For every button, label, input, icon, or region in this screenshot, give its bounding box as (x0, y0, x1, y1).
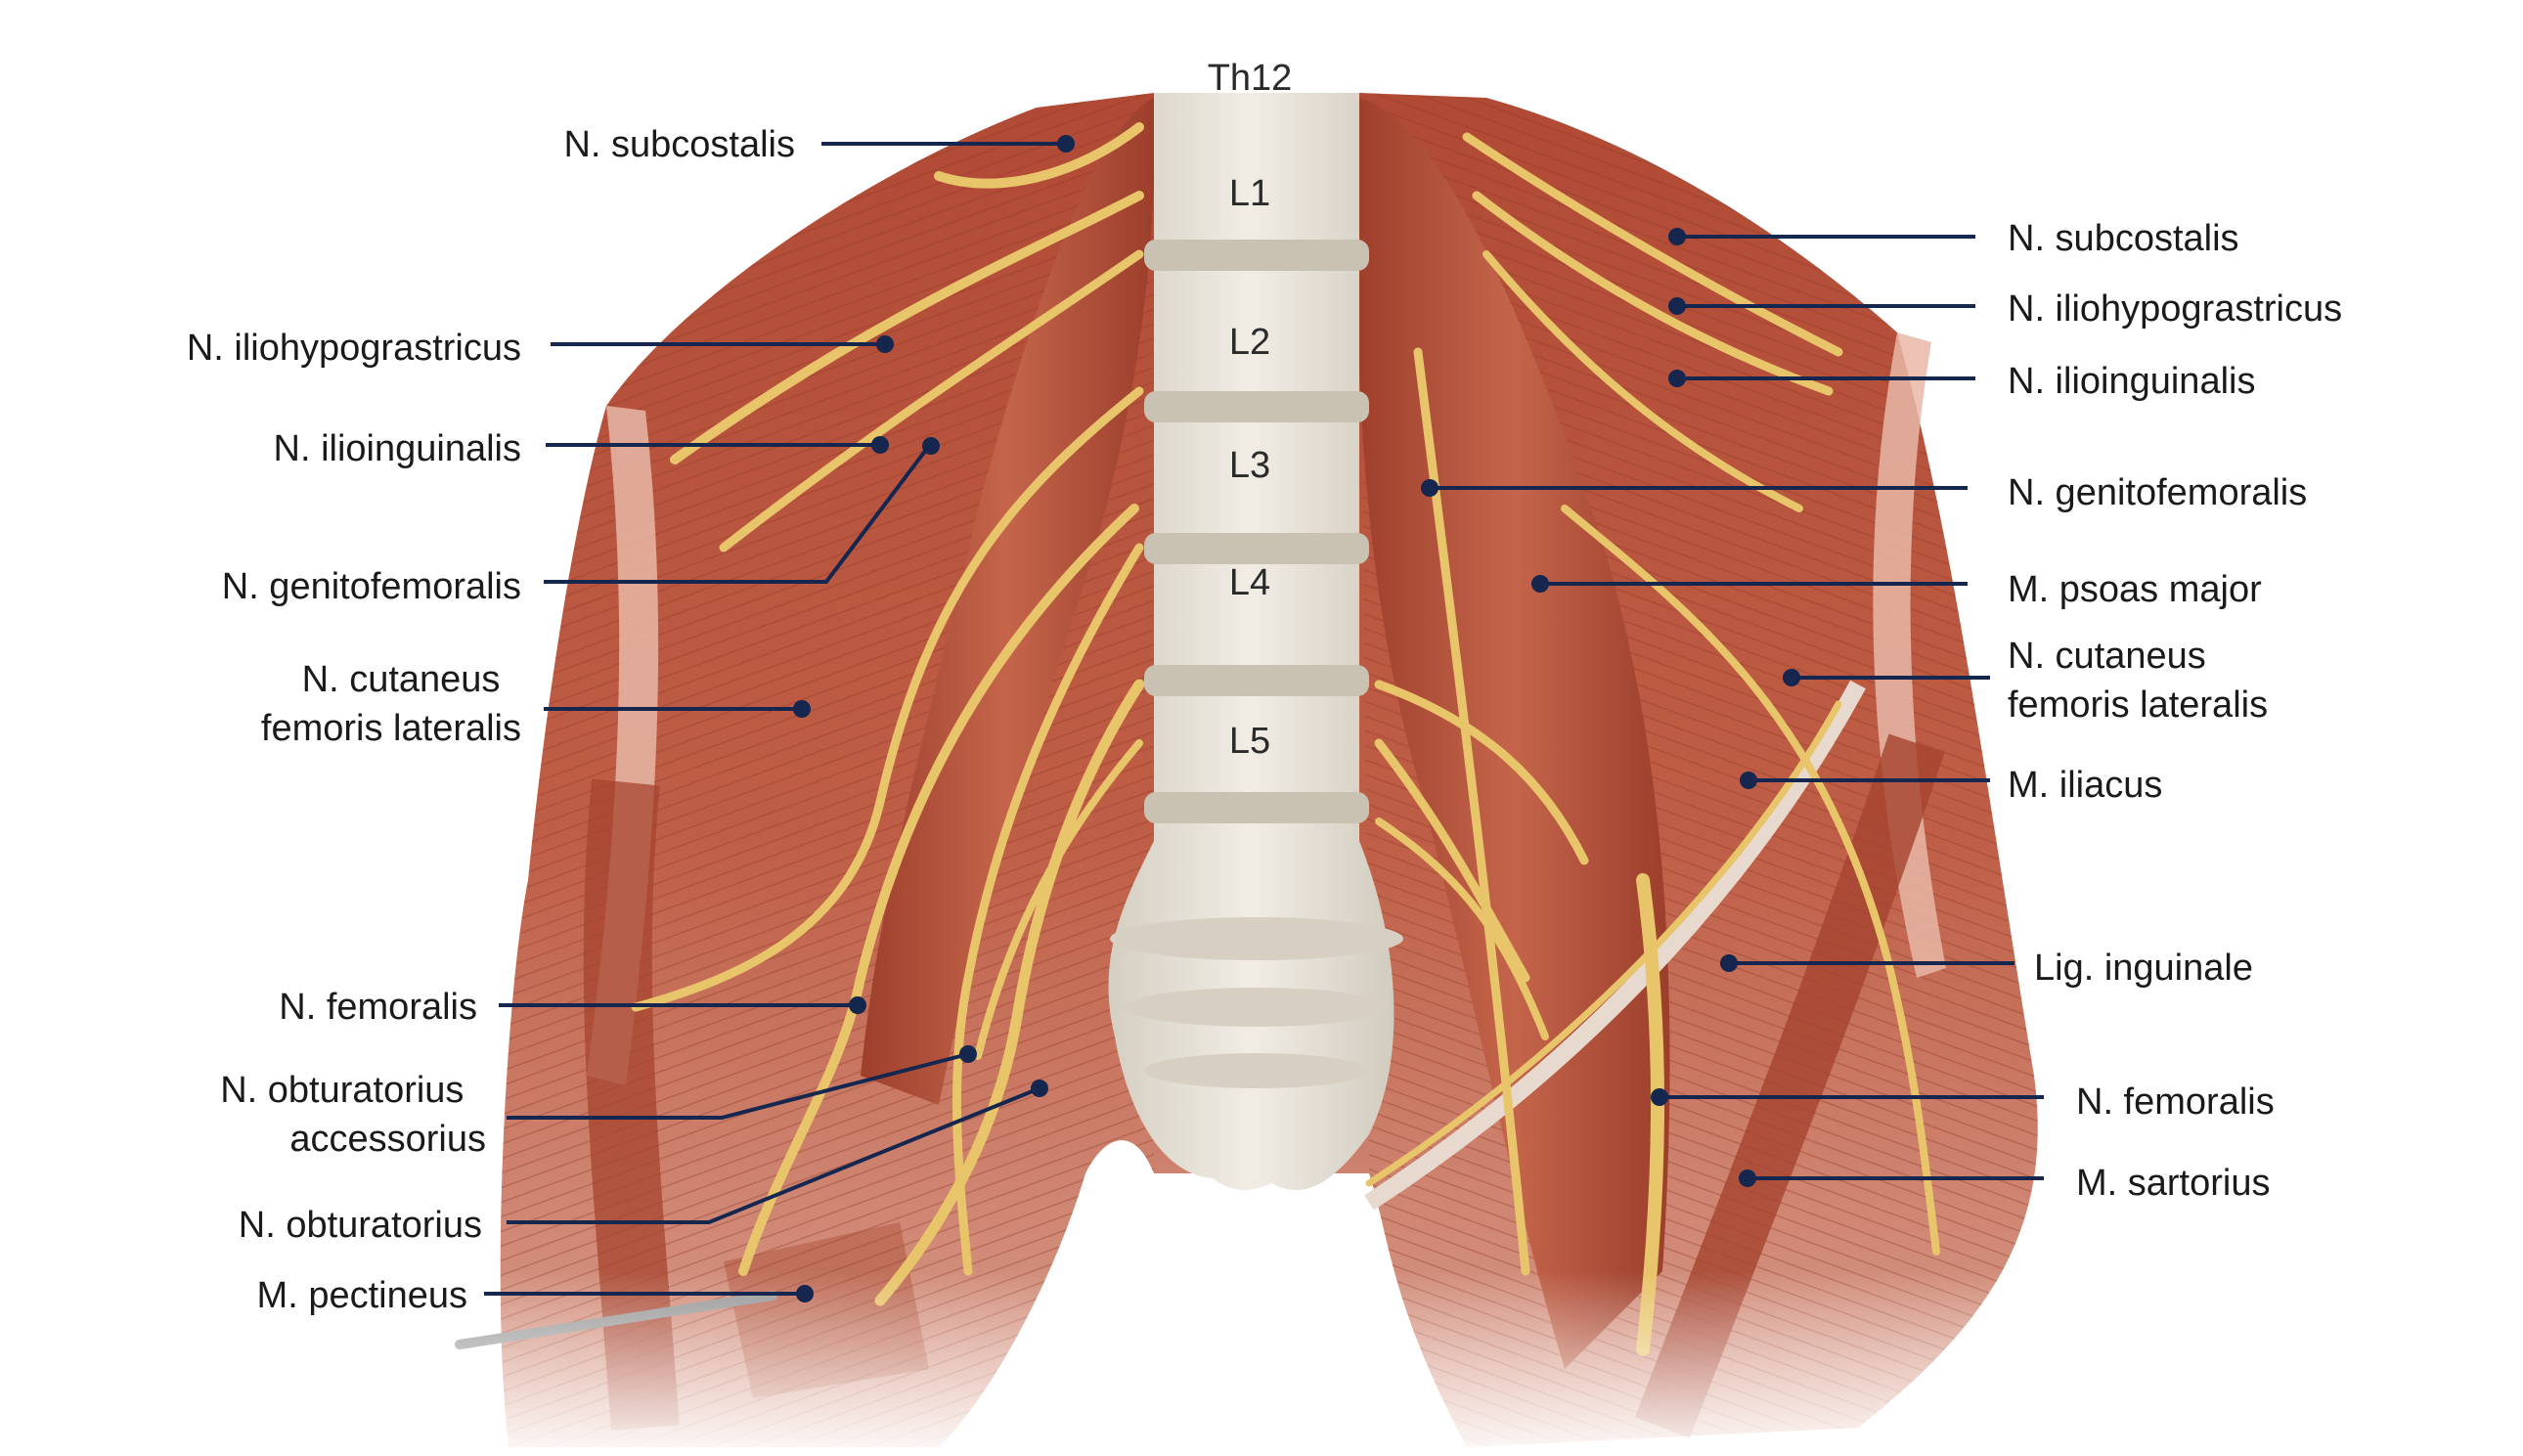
bottom-fade (0, 1271, 2523, 1456)
label-right-psoas: M. psoas major (2008, 569, 2262, 610)
dot-left-subcostalis (1057, 135, 1075, 153)
dot-right-femoralis (1651, 1088, 1668, 1106)
vertebra-label-l1: L1 (1229, 173, 1270, 214)
dot-left-cutaneus (793, 700, 811, 718)
leader-dots (793, 135, 1800, 1302)
dot-right-cutaneus (1783, 669, 1800, 686)
vertebral-column (1108, 93, 1403, 1191)
dot-right-psoas (1531, 575, 1549, 593)
right-labels: N. subcostalis N. iliohypograstricus N. … (2008, 218, 2342, 1204)
leader-left-obturatorius-accessorius (507, 1052, 969, 1120)
dot-right-iliacus (1740, 772, 1757, 789)
leader-left-obturatorius (507, 1086, 1040, 1224)
dot-right-genitofemoralis (1421, 479, 1439, 497)
label-left-ilioinguinalis: N. ilioinguinalis (274, 428, 521, 469)
label-right-cutaneus: N. cutaneus femoris lateralis (2008, 636, 2268, 726)
label-left-subcostalis: N. subcostalis (563, 124, 795, 165)
label-right-iliacus: M. iliacus (2008, 765, 2162, 806)
dot-left-ilioinguinalis (871, 436, 889, 454)
dot-left-genitofemoralis (922, 437, 940, 455)
dot-right-sartorius (1739, 1169, 1756, 1187)
label-left-femoralis: N. femoralis (279, 987, 477, 1028)
label-right-iliohypogastricus: N. iliohypograstricus (2008, 288, 2342, 330)
dot-right-subcostalis (1668, 228, 1686, 245)
dot-left-iliohypogastricus (876, 335, 894, 353)
psoas-major (861, 98, 1670, 1369)
dot-left-femoralis (849, 996, 866, 1014)
vertebra-label-th12: Th12 (1208, 58, 1293, 99)
label-left-iliohypogastricus: N. iliohypograstricus (187, 328, 521, 369)
vertebra-labels: Th12 L1 L2 L3 L4 L5 (1208, 58, 1293, 762)
label-right-femoralis: N. femoralis (2076, 1081, 2275, 1123)
label-right-inguinale: Lig. inguinale (2034, 948, 2253, 989)
vertebra-label-l4: L4 (1229, 562, 1270, 603)
label-right-sartorius: M. sartorius (2076, 1163, 2270, 1204)
leader-lines (484, 142, 2044, 1296)
label-left-genitofemoralis: N. genitofemoralis (222, 566, 521, 607)
label-left-obturatorius: N. obturatorius (239, 1205, 482, 1246)
vertebra-label-l3: L3 (1229, 445, 1270, 486)
dot-right-ilioinguinalis (1668, 370, 1686, 387)
label-right-genitofemoralis: N. genitofemoralis (2008, 472, 2307, 513)
left-labels: N. subcostalis N. iliohypograstricus N. … (187, 124, 795, 1316)
label-right-subcostalis: N. subcostalis (2008, 218, 2239, 259)
dot-right-iliohypogastricus (1668, 297, 1686, 315)
vertebra-label-l5: L5 (1229, 721, 1270, 762)
vertebra-label-l2: L2 (1229, 322, 1270, 363)
dot-left-pectineus (796, 1285, 814, 1302)
dot-left-obturatorius-accessorius (959, 1045, 977, 1063)
label-right-ilioinguinalis: N. ilioinguinalis (2008, 361, 2255, 402)
dot-left-obturatorius (1031, 1080, 1048, 1097)
dot-right-inguinale (1720, 954, 1738, 972)
label-left-obturatorius-accessorius: N. obturatorius accessorius (220, 1070, 486, 1160)
leader-left-genitofemoralis (544, 444, 931, 584)
lumbar-plexus-nerves (631, 122, 1940, 1356)
label-left-cutaneus: N. cutaneus femoris lateralis (261, 659, 521, 749)
label-left-pectineus: M. pectineus (257, 1275, 467, 1316)
